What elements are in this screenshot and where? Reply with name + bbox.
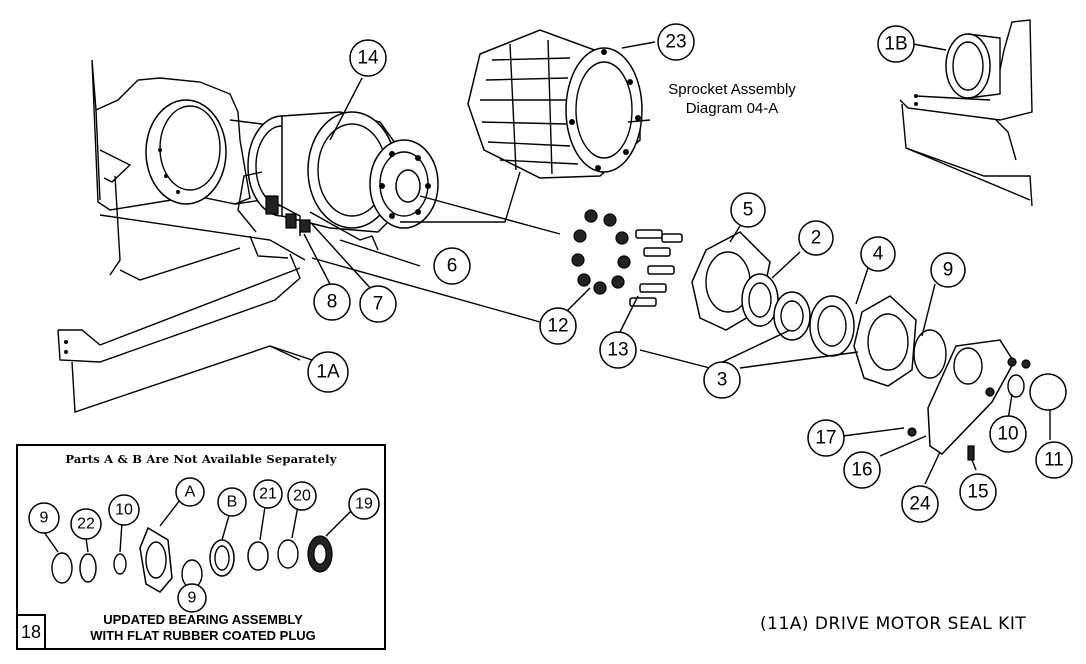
inset-caption-line2: WITH FLAT RUBBER COATED PLUG — [90, 628, 316, 643]
bolt-ring-12-drawing — [571, 209, 631, 295]
callout-23: 23 — [657, 23, 695, 61]
inset-caption-line1: UPDATED BEARING ASSEMBLY — [103, 612, 303, 627]
callout-4-label: 4 — [873, 244, 884, 265]
callout-1b: 1B — [877, 25, 915, 63]
oring-9-drawing — [913, 329, 947, 379]
bolts-13-drawing — [629, 229, 683, 307]
callout-13: 13 — [599, 331, 637, 369]
callout-24-label: 24 — [909, 494, 931, 515]
callout-3: 3 — [703, 361, 741, 399]
callout-24: 24 — [901, 485, 939, 523]
callout-7: 7 — [359, 285, 397, 323]
callout-23-label: 23 — [665, 32, 686, 53]
callout-6-label: 6 — [447, 256, 458, 277]
callout-12-label: 12 — [547, 316, 568, 337]
frame-1b-drawing — [899, 19, 1033, 207]
callout-1a: 1A — [307, 351, 349, 393]
sprocket-assembly-note: Sprocket Assembly Diagram 04-A — [650, 80, 814, 118]
inset-parts-drawing — [43, 499, 357, 593]
callout-15: 15 — [959, 473, 997, 511]
callout-1a-label: 1A — [316, 362, 340, 383]
callout-5: 5 — [730, 192, 766, 228]
callout-9: 9 — [930, 252, 966, 288]
callout-2: 2 — [798, 220, 834, 256]
callout-12: 12 — [539, 307, 577, 345]
callout-9-label: 9 — [943, 260, 954, 281]
callout-11-label: 11 — [1044, 450, 1064, 471]
callout-4: 4 — [860, 236, 896, 272]
seal-2-drawing — [741, 273, 779, 327]
cover-plate-24-drawing — [907, 339, 1067, 461]
frame-1a-drawing — [57, 59, 331, 413]
callout-8: 8 — [313, 283, 351, 321]
sprocket-cage-drawing — [400, 29, 651, 223]
callout-17: 17 — [807, 419, 845, 457]
callout-16-label: 16 — [851, 460, 872, 481]
callout-3-label: 3 — [717, 370, 728, 391]
sprocket-note-line1: Sprocket Assembly — [668, 81, 796, 98]
callout-13-label: 13 — [607, 340, 628, 361]
callout-5-label: 5 — [743, 200, 754, 221]
callout-10: 10 — [989, 415, 1027, 453]
bearing-3-drawing — [773, 291, 811, 341]
inset-caption: UPDATED BEARING ASSEMBLY WITH FLAT RUBBE… — [58, 612, 348, 644]
callout-16: 16 — [843, 451, 881, 489]
callout-6: 6 — [433, 247, 471, 285]
callout-10-label: 10 — [997, 424, 1018, 445]
callout-15-label: 15 — [967, 482, 988, 503]
callout-14-label: 14 — [357, 48, 379, 69]
callout-11: 11 — [1035, 441, 1073, 479]
drive-motor-drawing — [237, 111, 561, 259]
bearing-assembly-inset: Parts A & B Are Not Available Separately… — [16, 444, 386, 650]
inset-part-number: 18 — [18, 614, 46, 648]
callout-7-label: 7 — [373, 294, 384, 315]
kit-title: (11A) DRIVE MOTOR SEAL KIT — [760, 614, 1027, 634]
callout-2-label: 2 — [811, 228, 822, 249]
sprocket-note-line2: Diagram 04-A — [685, 100, 779, 117]
callout-17-label: 17 — [815, 428, 836, 449]
callout-14: 14 — [349, 39, 387, 77]
inset-title: Parts A & B Are Not Available Separately — [65, 452, 337, 466]
callout-1b-label: 1B — [884, 34, 907, 55]
seal-4-drawing — [809, 295, 917, 387]
callout-8-label: 8 — [327, 292, 338, 313]
